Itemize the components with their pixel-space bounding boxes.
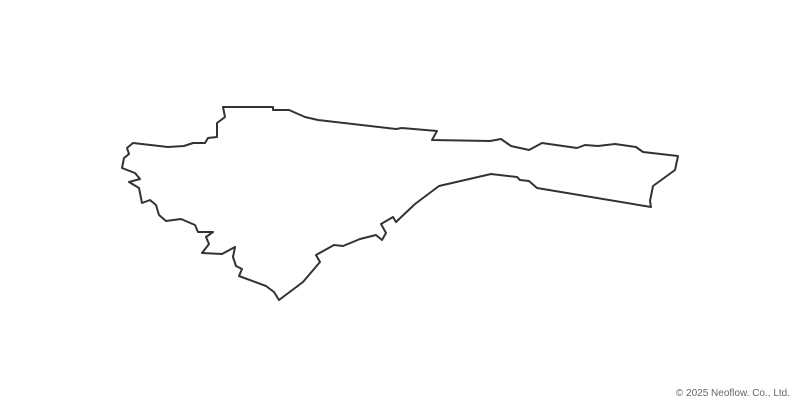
region-outline[interactable] — [121, 106, 679, 301]
copyright-attribution: © 2025 Neoflow. Co., Ltd. — [675, 388, 790, 399]
